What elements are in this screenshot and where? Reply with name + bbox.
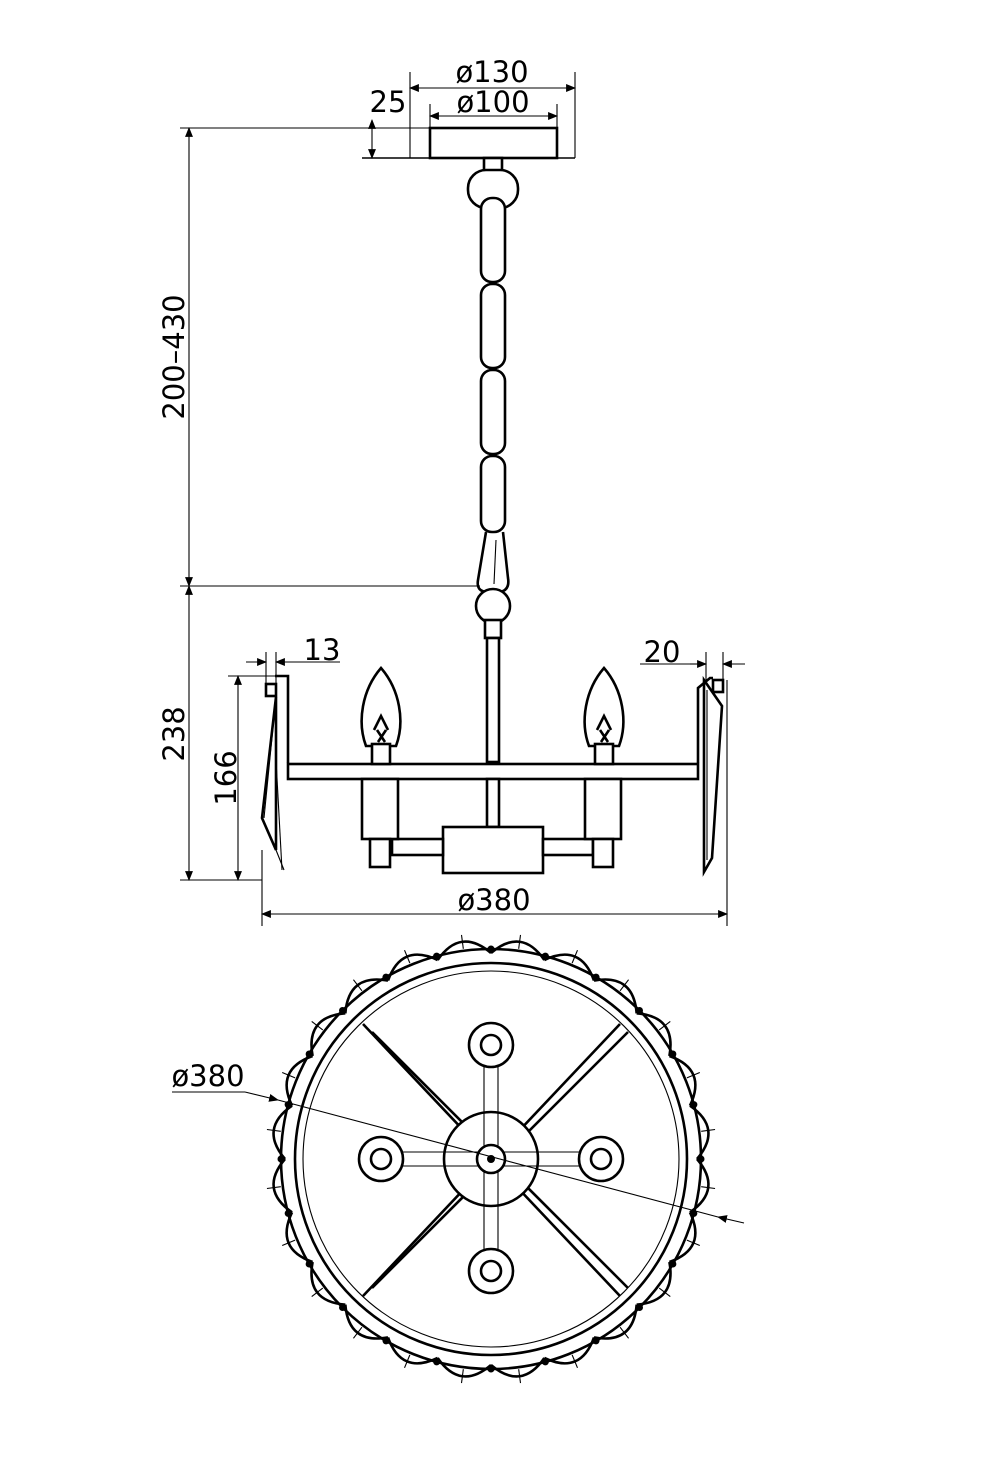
canopy-inner-diameter-dimension: ø100	[429, 85, 558, 128]
crystal-facet	[266, 1128, 281, 1132]
top-view	[266, 934, 716, 1384]
body-height-dimension: 238	[157, 585, 262, 881]
candle-cup-right	[577, 1135, 625, 1183]
top-view-diameter-dimension: ø380	[171, 1059, 745, 1224]
crystal-facet	[658, 1287, 671, 1298]
crystal-facet	[281, 1239, 296, 1246]
left-candle-bulb	[360, 666, 402, 869]
canopy-height-dimension: 25	[362, 85, 430, 159]
center-hub	[398, 1062, 583, 1255]
canopy-outer-diameter-label: ø130	[455, 55, 528, 89]
right-crystal-offset-dimension: 20	[640, 635, 745, 680]
crystal-facet	[311, 1287, 324, 1298]
canopy-height-label: 25	[370, 85, 407, 119]
left-crystal-offset-label: 13	[304, 633, 341, 667]
candle-cup-left	[357, 1135, 405, 1183]
crystal-facet	[352, 979, 363, 992]
chain-length-dimension: 200–430	[157, 127, 480, 587]
dimension-annotations: ø130 ø100 25 200–430 238	[157, 55, 745, 926]
crystal-facet	[686, 1239, 701, 1246]
body-height-label: 238	[157, 706, 191, 761]
ceiling-canopy	[362, 126, 575, 160]
crystal-facet	[701, 1128, 716, 1132]
crystal-facet	[460, 934, 464, 949]
crystal-height-dimension: 166	[209, 675, 275, 881]
chandelier-frame	[286, 636, 700, 875]
right-crystal-panel	[696, 675, 725, 877]
canopy-outer-diameter-dimension: ø130	[409, 55, 576, 158]
crystal-facet	[571, 949, 578, 964]
candle-cup-bottom	[467, 1247, 515, 1295]
crystal-facet	[518, 1369, 522, 1384]
top-view-diameter-label: ø380	[171, 1059, 244, 1093]
left-crystal-offset-dimension: 13	[246, 633, 340, 684]
candle-cup-top	[467, 1021, 515, 1069]
crystal-height-label: 166	[209, 750, 243, 805]
left-crystal-panel	[260, 674, 290, 871]
outer-rim	[279, 947, 703, 1371]
crystal-facet	[266, 1186, 281, 1190]
crystal-facet	[658, 1020, 671, 1031]
crystal-facet	[404, 949, 411, 964]
chain-length-label: 200–430	[157, 294, 191, 419]
crystal-facet	[619, 1326, 630, 1339]
crystal-facet	[404, 1354, 411, 1369]
side-view	[260, 126, 725, 877]
crystal-facet	[619, 979, 630, 992]
crystal-facet	[518, 934, 522, 949]
crystal-facet	[686, 1072, 701, 1079]
right-candle-bulb	[583, 666, 625, 869]
crystal-facet	[281, 1072, 296, 1079]
crystal-facet	[701, 1186, 716, 1190]
canopy-inner-diameter-label: ø100	[456, 85, 529, 119]
side-diameter-label: ø380	[457, 883, 530, 917]
crystal-facet	[311, 1020, 324, 1031]
side-diameter-dimension: ø380	[261, 680, 728, 926]
crystal-facet	[460, 1369, 464, 1384]
right-crystal-offset-label: 20	[644, 635, 681, 669]
crystal-facet	[571, 1354, 578, 1369]
crystal-facet	[352, 1326, 363, 1339]
chain	[466, 156, 520, 640]
